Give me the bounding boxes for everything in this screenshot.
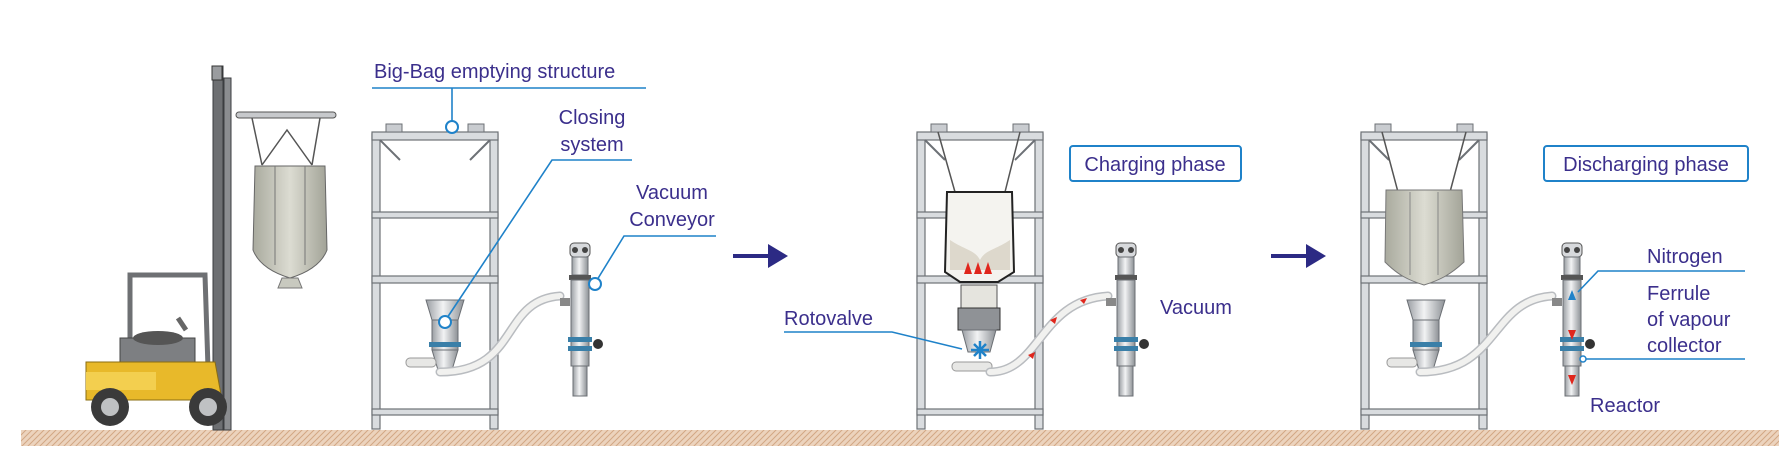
label-closing-system-line1: Closing [559, 107, 626, 129]
hose-2 [985, 291, 1113, 377]
pointer-circle [1579, 355, 1587, 363]
label-charging-phase: Charging phase [1084, 154, 1225, 176]
pointer-circle [445, 120, 459, 134]
label-ferrule-line1: Ferrule [1647, 283, 1710, 305]
forklift-illustration [85, 65, 232, 431]
leader-rotovalve [784, 331, 963, 350]
label-closing-system-line2: system [560, 134, 623, 156]
charging-phase-box [1069, 145, 1242, 182]
big-bag-charging [937, 131, 1021, 372]
label-vacuum-conveyor-line1: Vacuum [636, 182, 708, 204]
pointer-circle [438, 315, 452, 329]
leader-nitrogen [1577, 270, 1745, 293]
label-rotovalve: Rotovalve [784, 308, 873, 330]
label-reactor: Reactor [1590, 395, 1660, 417]
label-big-bag-structure: Big-Bag emptying structure [374, 61, 615, 83]
closing-system [405, 299, 465, 371]
process-arrow-icon [1271, 244, 1326, 268]
closing-system-3 [1386, 299, 1446, 371]
ground-floor [21, 430, 1779, 446]
big-bag-discharging [1381, 131, 1467, 286]
label-ferrule-line3: collector [1647, 335, 1722, 357]
pointer-circle [588, 277, 602, 291]
label-nitrogen: Nitrogen [1647, 246, 1723, 268]
leader-big-bag-structure [372, 87, 646, 121]
label-ferrule-line2: of vapour [1647, 309, 1731, 331]
rotovalve-icon [971, 341, 989, 359]
label-discharging-phase: Discharging phase [1563, 154, 1729, 176]
vacuum-conveyor-2 [1105, 242, 1150, 397]
leader-closing-system [446, 159, 632, 319]
hanging-big-bag [235, 111, 337, 289]
label-vacuum-conveyor-line2: Conveyor [629, 209, 715, 231]
discharging-phase-box [1543, 145, 1749, 182]
emptying-structure-1 [371, 123, 499, 430]
process-arrow-icon [733, 244, 788, 268]
label-vacuum: Vacuum [1160, 297, 1232, 319]
leader-vacuum-conveyor [596, 235, 716, 281]
vacuum-conveyor-3 [1551, 242, 1596, 397]
vacuum-conveyor-1 [559, 242, 604, 397]
